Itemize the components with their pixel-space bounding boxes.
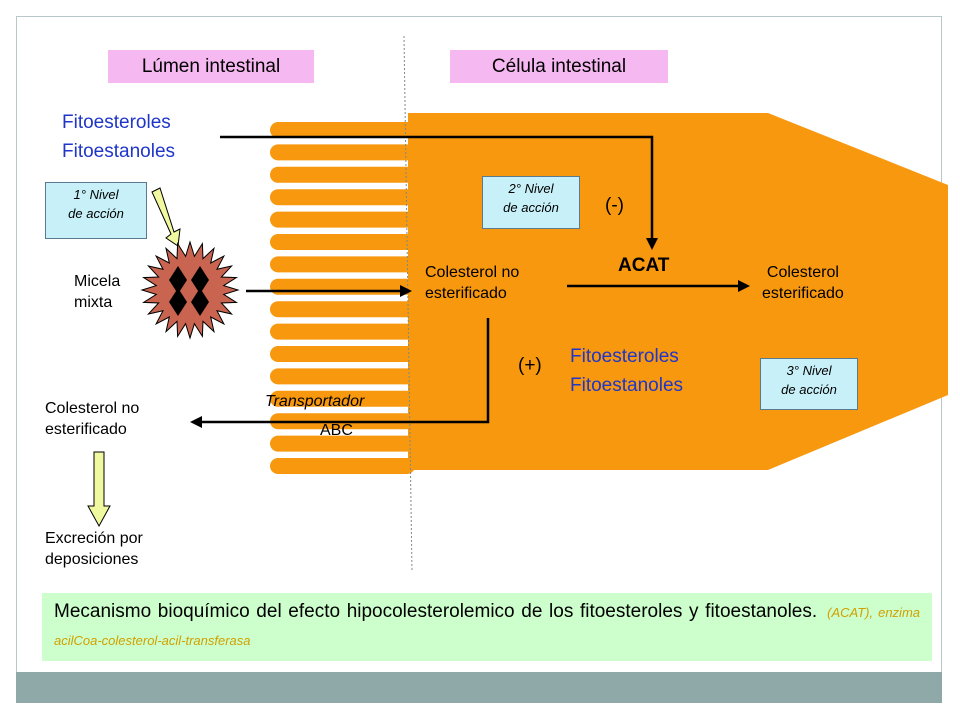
esterification-arrowhead <box>738 280 750 292</box>
acat-label: ACAT <box>618 255 670 276</box>
microvillus <box>270 122 415 138</box>
inhibition-arrowhead <box>646 238 658 250</box>
efflux-arrowhead <box>190 416 202 428</box>
microvillus <box>270 144 415 161</box>
microvillus <box>270 256 415 273</box>
transporter-label: Transportador <box>265 393 365 410</box>
microvillus <box>270 390 415 407</box>
absorption-arrowhead <box>400 285 412 297</box>
stimulation-sign: (+) <box>518 355 542 376</box>
microvillus <box>270 346 415 362</box>
micelle-diamond <box>191 266 209 294</box>
mixed-micelle <box>140 240 240 340</box>
phytosterol-action-arrow <box>151 187 181 247</box>
micelle-diamond <box>191 288 209 316</box>
inhibition-sign: (-) <box>605 195 624 216</box>
microvilli <box>270 122 415 474</box>
lumen-cell-divider <box>403 35 413 573</box>
abc-label: ABC <box>320 422 353 439</box>
microvillus <box>270 189 415 206</box>
caption-sub: (ACAT), enzima acilCoa-colesterol-acil-t… <box>54 605 920 648</box>
microvillus <box>270 323 415 340</box>
efflux-arrow <box>200 318 490 424</box>
microvillus <box>270 368 415 385</box>
microvillus <box>270 435 415 452</box>
microvillus <box>270 458 415 474</box>
figure-caption: Mecanismo bioquímico del efecto hipocole… <box>42 593 932 661</box>
slide-footer-bar <box>16 672 942 703</box>
microvillus <box>270 234 415 250</box>
micelle-body <box>140 240 240 340</box>
microvillus <box>270 211 415 228</box>
microvillus <box>270 301 415 318</box>
micelle-diamond <box>169 288 187 316</box>
micelle-diamond <box>169 266 187 294</box>
microvillus <box>270 278 415 295</box>
excretion-arrow <box>87 451 111 528</box>
microvillus <box>270 166 415 183</box>
caption-main: Mecanismo bioquímico del efecto hipocole… <box>54 601 818 622</box>
lumen-tag: Lúmen intestinal <box>108 50 314 83</box>
inhibition-arrow <box>220 135 654 240</box>
cell-tag: Célula intestinal <box>450 50 668 83</box>
